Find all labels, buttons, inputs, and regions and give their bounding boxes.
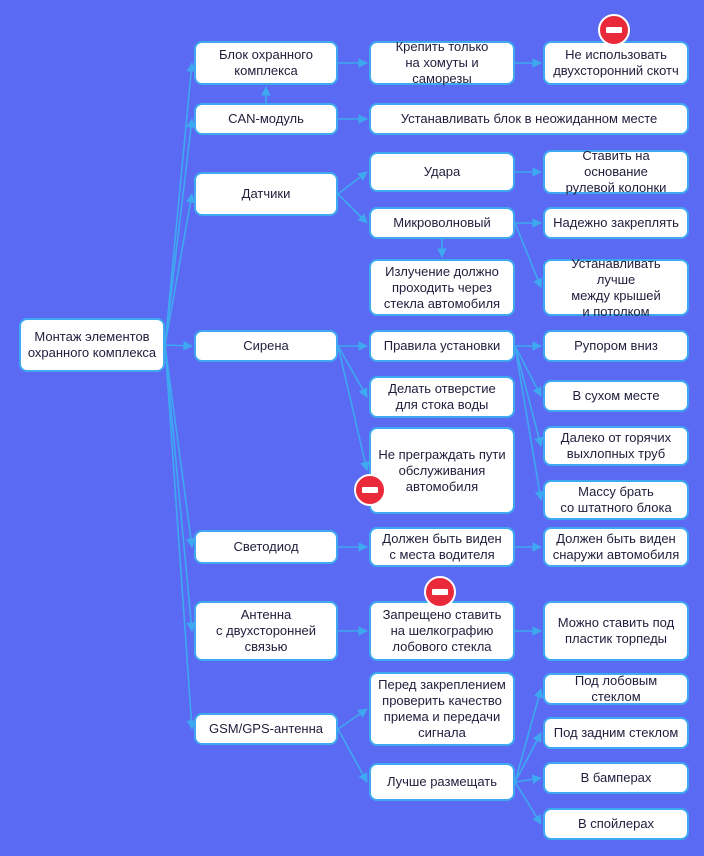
node-gsm-rear: Под задним стеклом bbox=[543, 717, 689, 749]
node-antenna-silk: Запрещено ставить на шелкографию лобовог… bbox=[369, 601, 515, 661]
node-unit-no-tape: Не использовать двухсторонний скотч bbox=[543, 41, 689, 85]
node-shock: Удара bbox=[369, 152, 515, 192]
node-gsm-bumper: В бамперах bbox=[543, 762, 689, 794]
node-gsm-best: Лучше размещать bbox=[369, 763, 515, 801]
node-gsm: GSM/GPS-антенна bbox=[194, 713, 338, 745]
connector-gsm-gsm_best bbox=[337, 728, 368, 783]
connector-gsm_best-gsm_spoiler bbox=[514, 781, 542, 825]
connector-gsm_best-gsm_windshield bbox=[514, 688, 544, 783]
connector-root-can bbox=[164, 118, 196, 346]
node-siren: Сирена bbox=[194, 330, 338, 362]
node-siren-down: Рупором вниз bbox=[543, 330, 689, 362]
connector-sensors-shock bbox=[337, 171, 368, 195]
connector-root-led bbox=[164, 344, 196, 548]
connector-root-sensors bbox=[164, 193, 196, 346]
node-unit: Блок охранного комплекса bbox=[194, 41, 338, 85]
node-gsm-spoiler: В спойлерах bbox=[543, 808, 689, 840]
connector-root-antenna bbox=[164, 344, 196, 632]
prohibit-icon bbox=[424, 576, 456, 608]
connector-siren-siren_drain bbox=[337, 345, 368, 398]
node-antenna: Антенна с двухсторонней связью bbox=[194, 601, 338, 661]
node-can-place: Устанавливать блок в неожиданном месте bbox=[369, 103, 689, 135]
connector-siren-siren_service bbox=[337, 345, 370, 472]
prohibit-icon bbox=[354, 474, 386, 506]
connector-siren_rules-siren_ground bbox=[514, 345, 545, 501]
node-can: CAN-модуль bbox=[194, 103, 338, 135]
prohibit-icon bbox=[598, 14, 630, 46]
node-siren-rules: Правила установки bbox=[369, 330, 515, 362]
connector-gsm_best-gsm_rear bbox=[514, 732, 542, 783]
node-gsm-windshield: Под лобовым стеклом bbox=[543, 673, 689, 705]
connector-gsm-gsm_check bbox=[337, 708, 368, 730]
node-led: Светодиод bbox=[194, 530, 338, 564]
connector-root-siren bbox=[164, 340, 193, 351]
node-microwave-secure: Надежно закреплять bbox=[543, 207, 689, 239]
node-siren-drain: Делать отверстие для стока воды bbox=[369, 376, 515, 418]
node-siren-ground: Массу брать со штатного блока bbox=[543, 480, 689, 520]
node-led-driver: Должен быть виден с места водителя bbox=[369, 527, 515, 567]
node-siren-service: Не преграждать пути обслуживания автомоб… bbox=[369, 427, 515, 514]
node-microwave-roof: Устанавливать лучше между крышей и потол… bbox=[543, 256, 689, 319]
connector-gsm_best-gsm_bumper bbox=[514, 774, 542, 785]
node-microwave-glass: Излучение должно проходить через стекла … bbox=[369, 259, 515, 316]
node-antenna-panel: Можно ставить под пластик торпеды bbox=[543, 601, 689, 661]
node-led-outside: Должен быть виден снаружи автомобиля bbox=[543, 527, 689, 567]
connector-siren_rules-siren_dry bbox=[514, 345, 542, 397]
node-sensors: Датчики bbox=[194, 172, 338, 216]
connector-root-gsm bbox=[164, 344, 197, 730]
connector-siren_rules-siren_exhaust bbox=[514, 345, 544, 447]
node-shock-mount: Ставить на основание рулевой колонки bbox=[543, 148, 689, 195]
node-siren-exhaust: Далеко от горячих выхлопных труб bbox=[543, 426, 689, 466]
connector-microwave-microwave_roof bbox=[514, 222, 543, 289]
node-siren-dry: В сухом месте bbox=[543, 380, 689, 412]
node-microwave: Микроволновый bbox=[369, 207, 515, 239]
connector-sensors-microwave bbox=[337, 193, 368, 224]
connector-root-unit bbox=[164, 62, 196, 346]
node-gsm-check: Перед закреплением проверить качество пр… bbox=[369, 672, 515, 746]
root-node: Монтаж элементов охранного комплекса bbox=[19, 318, 165, 372]
node-unit-fasten: Крепить только на хомуты и саморезы bbox=[369, 39, 515, 86]
